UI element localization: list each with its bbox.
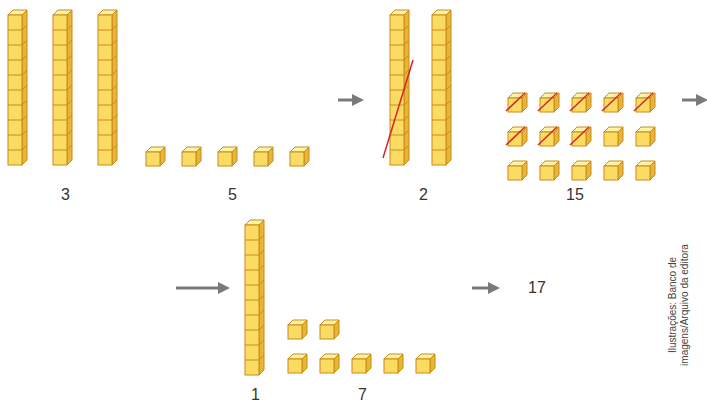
count-label: 5	[228, 185, 237, 204]
arrow	[682, 94, 707, 106]
unit-cube	[320, 354, 339, 373]
ten-rod	[245, 220, 264, 375]
unit-cube	[384, 354, 403, 373]
unit-cube	[540, 127, 559, 146]
unit-cube	[182, 147, 201, 166]
ten-rod	[53, 10, 72, 165]
ten-rod	[432, 10, 451, 165]
result-label: 17	[528, 278, 546, 297]
ten-rod	[390, 10, 409, 165]
unit-cube	[572, 127, 591, 146]
unit-cube	[254, 147, 273, 166]
cross-out-mark	[634, 93, 653, 111]
unit-cube	[636, 161, 655, 180]
unit-cube	[288, 354, 307, 373]
count-label: 15	[566, 185, 584, 204]
cross-out-mark	[538, 93, 557, 111]
arrow	[338, 94, 364, 106]
unit-cube	[604, 127, 623, 146]
unit-cube	[508, 127, 527, 146]
unit-cube	[508, 161, 527, 180]
unit-cube	[636, 127, 655, 146]
unit-cube	[416, 354, 435, 373]
image-credit: Ilustrações: Banco de imagens/Arquivo da…	[667, 238, 691, 373]
count-label: 1	[251, 385, 260, 404]
cross-out-mark	[538, 127, 557, 145]
unit-cube	[572, 93, 591, 112]
unit-cube	[540, 161, 559, 180]
cross-out-mark	[570, 127, 589, 145]
unit-cube	[290, 147, 309, 166]
ten-rod	[8, 10, 27, 165]
unit-cube	[218, 147, 237, 166]
unit-cube	[146, 147, 165, 166]
count-label: 3	[61, 185, 70, 204]
unit-cube	[604, 93, 623, 112]
cross-out-mark	[602, 93, 621, 111]
unit-cube	[288, 320, 307, 339]
unit-cube	[636, 93, 655, 112]
count-label: 7	[358, 385, 367, 404]
unit-cube	[572, 161, 591, 180]
cross-out-mark	[506, 127, 525, 145]
unit-cube	[604, 161, 623, 180]
cross-out-line	[383, 60, 413, 158]
unit-cube	[540, 93, 559, 112]
cross-out-mark	[570, 93, 589, 111]
ten-rod	[98, 10, 117, 165]
count-label: 2	[419, 185, 428, 204]
arrow	[472, 282, 500, 294]
unit-cube	[352, 354, 371, 373]
unit-cube	[320, 320, 339, 339]
unit-cube	[508, 93, 527, 112]
cross-out-mark	[506, 93, 525, 111]
arrow	[176, 282, 230, 294]
